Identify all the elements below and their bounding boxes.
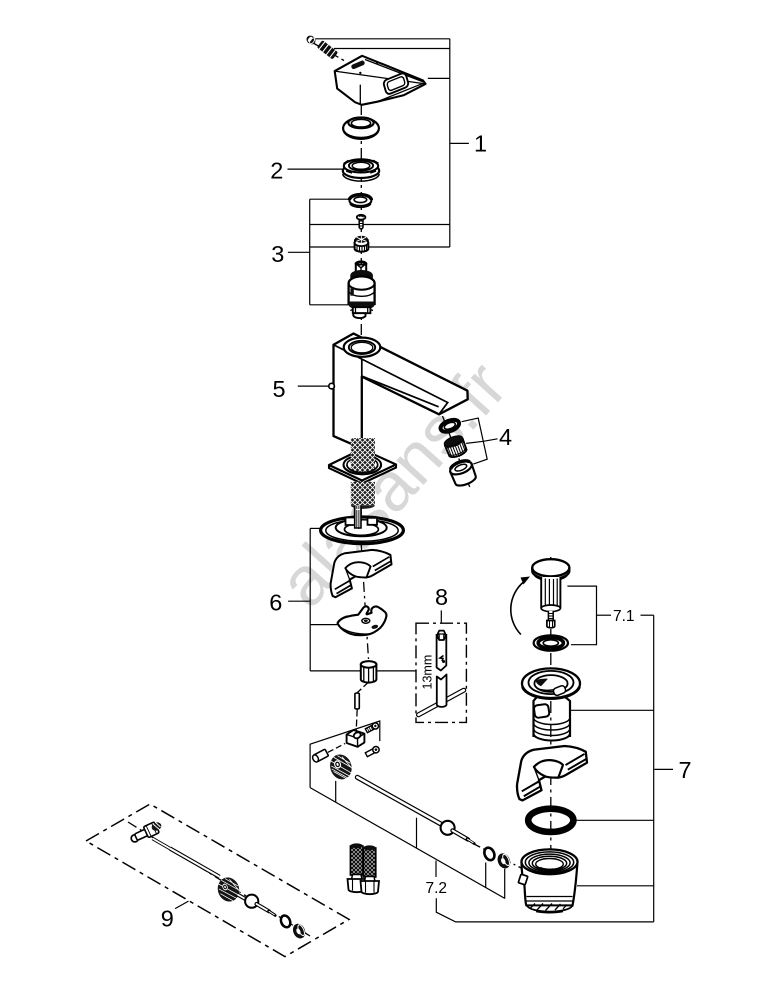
svg-text:7: 7 (679, 757, 692, 783)
svg-text:9: 9 (161, 906, 174, 932)
svg-text:6: 6 (269, 590, 282, 616)
svg-text:3: 3 (271, 241, 284, 267)
svg-text:8: 8 (435, 584, 448, 610)
svg-text:2: 2 (270, 158, 283, 184)
svg-text:4: 4 (499, 424, 512, 450)
svg-text:5: 5 (273, 376, 286, 402)
svg-text:1: 1 (474, 130, 487, 156)
svg-text:7.1: 7.1 (613, 608, 635, 625)
svg-text:7.2: 7.2 (426, 880, 448, 897)
svg-text:13mm: 13mm (421, 655, 435, 690)
